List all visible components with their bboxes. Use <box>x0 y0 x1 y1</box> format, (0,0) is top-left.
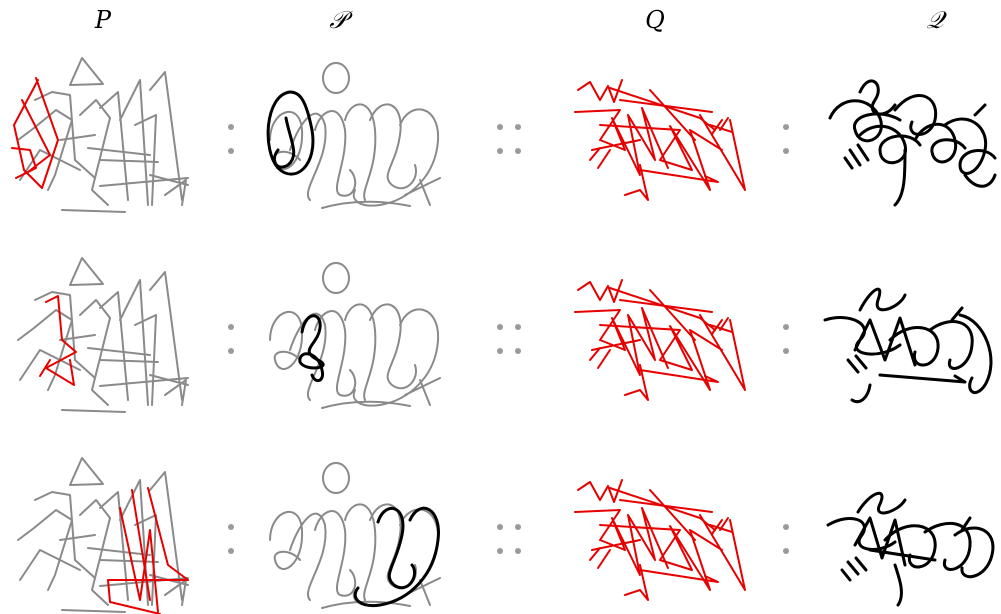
row-1 <box>12 58 995 212</box>
p-drawing <box>18 458 188 612</box>
p-highlight-stroke <box>12 78 58 188</box>
ratio-colon-2 <box>783 324 789 354</box>
pscript-highlight-stroke <box>300 316 323 381</box>
q-drawing <box>575 80 745 200</box>
ratio-colon-1 <box>228 524 234 554</box>
row-2 <box>18 258 991 412</box>
pscript-drawing <box>270 263 440 408</box>
proportion-double-colon <box>497 524 521 554</box>
qscript-drawing <box>825 289 991 402</box>
qscript-drawing <box>830 81 995 205</box>
ratio-colon-1 <box>228 124 234 154</box>
qscript-drawing <box>828 493 993 605</box>
proportion-double-colon <box>497 324 521 354</box>
pscript-drawing <box>270 63 440 208</box>
p-drawing <box>18 58 188 212</box>
pscript-highlight-stroke <box>268 92 313 174</box>
proportion-double-colon <box>497 124 521 154</box>
ratio-colon-1 <box>228 324 234 354</box>
pscript-highlight-stroke <box>355 508 438 605</box>
q-drawing <box>575 480 745 600</box>
ratio-colon-2 <box>783 524 789 554</box>
p-drawing <box>18 258 188 412</box>
row-3 <box>18 458 993 614</box>
q-drawing <box>575 280 745 400</box>
ratio-colon-2 <box>783 124 789 154</box>
